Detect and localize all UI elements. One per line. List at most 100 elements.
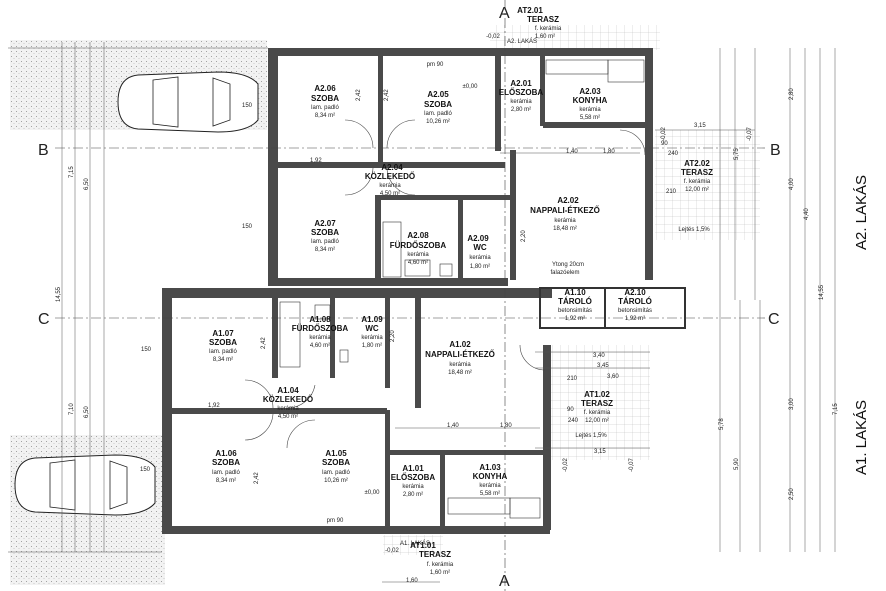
svg-text:A1.04: A1.04	[277, 386, 299, 395]
note-pm90-bottom: pm 90	[327, 518, 344, 524]
room-at2-01: AT2.01 TERASZ f. kerámia 1,60 m²	[517, 6, 562, 40]
room-a1-06: A1.06 SZOBA lam. padló 8,34 m²	[212, 449, 241, 484]
svg-text:kerámia: kerámia	[449, 362, 471, 368]
svg-text:kerámia: kerámia	[407, 252, 429, 258]
storage-block	[539, 287, 686, 329]
room-a2-02: A2.02 NAPPALI-ÉTKEZŐ kerámia 18,48 m²	[530, 196, 600, 232]
svg-text:SZOBA: SZOBA	[209, 338, 237, 347]
svg-text:10,26 m²: 10,26 m²	[426, 119, 450, 125]
svg-text:SZOBA: SZOBA	[212, 458, 240, 467]
svg-text:8,34 m²: 8,34 m²	[213, 357, 233, 363]
svg-text:kerámia: kerámia	[361, 335, 383, 341]
dim-160: 1,60	[406, 578, 418, 584]
svg-text:lam. padló: lam. padló	[212, 470, 240, 476]
svg-text:SZOBA: SZOBA	[311, 94, 339, 103]
fixtures	[279, 59, 645, 519]
level-m002-top: -0,02	[486, 34, 500, 40]
svg-text:KÖZLEKEDŐ: KÖZLEKEDŐ	[365, 172, 415, 181]
apartment-a2-label: A2. LAKÁS	[853, 175, 870, 250]
dim-r-590: 5,90	[734, 458, 740, 470]
svg-text:A1.03: A1.03	[479, 463, 501, 472]
svg-text:f. kerámia: f. kerámia	[684, 179, 711, 185]
svg-text:betonsimítás: betonsimítás	[558, 308, 592, 314]
dim-220a: 2,20	[521, 230, 527, 242]
svg-text:lam. padló: lam. padló	[424, 111, 452, 117]
room-a1-10: A1.10 TÁROLÓ betonsimítás 1,92 m²	[558, 288, 592, 322]
door-swings	[244, 119, 646, 449]
dim-242c: 2,42	[261, 337, 267, 349]
svg-text:A2.06: A2.06	[314, 84, 336, 93]
svg-text:5,58 m²: 5,58 m²	[480, 491, 500, 497]
svg-text:kerámia: kerámia	[277, 406, 299, 412]
svg-text:1,92 m²: 1,92 m²	[565, 316, 585, 322]
svg-text:ELŐSZOBA: ELŐSZOBA	[499, 88, 544, 97]
svg-text:FÜRDŐSZOBA: FÜRDŐSZOBA	[390, 241, 447, 250]
room-a1-08: A1.08 FÜRDŐSZOBA kerámia 4,60 m²	[292, 315, 349, 349]
dim-210b: 210	[567, 376, 578, 382]
dim-90a: 90	[661, 141, 668, 147]
svg-text:1,80 m²: 1,80 m²	[470, 264, 490, 270]
dim-150b: 150	[242, 224, 253, 230]
svg-text:kerámia: kerámia	[554, 218, 576, 224]
svg-text:4,50 m²: 4,50 m²	[380, 191, 400, 197]
svg-text:lam. padló: lam. padló	[322, 470, 350, 476]
svg-text:4,60 m²: 4,60 m²	[408, 260, 428, 266]
note-falazo: falazóelem	[550, 270, 579, 276]
svg-text:AT1.01: AT1.01	[410, 541, 436, 550]
terrace-grid-at1-01	[383, 535, 443, 555]
svg-text:betonsimítás: betonsimítás	[618, 308, 652, 314]
svg-text:1,60 m²: 1,60 m²	[430, 570, 450, 576]
room-a1-03: A1.03 KONYHA kerámia 5,58 m²	[473, 463, 508, 497]
svg-text:NAPPALI-ÉTKEZŐ: NAPPALI-ÉTKEZŐ	[530, 206, 600, 215]
dim-150a: 150	[242, 103, 253, 109]
dim-360: 3,60	[607, 374, 619, 380]
svg-text:TERASZ: TERASZ	[527, 15, 559, 24]
room-a2-05: A2.05 SZOBA lam. padló 10,26 m²	[424, 90, 453, 125]
section-lines	[55, 0, 765, 591]
svg-text:A2.01: A2.01	[510, 79, 532, 88]
dim-r-280: 2,80	[789, 88, 795, 100]
walls-a1	[162, 288, 552, 534]
svg-text:WC: WC	[473, 243, 487, 252]
svg-text:A2.08: A2.08	[407, 231, 429, 240]
room-a2-01: A2.01 ELŐSZOBA kerámia 2,80 m²	[499, 79, 544, 113]
svg-text:NAPPALI-ÉTKEZŐ: NAPPALI-ÉTKEZŐ	[425, 350, 495, 359]
dim-right-total: 14,55	[819, 284, 825, 300]
dim-140a: 1,40	[566, 149, 578, 155]
svg-text:AT2.02: AT2.02	[684, 159, 710, 168]
section-a-top: A	[499, 5, 510, 22]
level-m002-bot: -0,02	[385, 548, 399, 554]
svg-text:18,48 m²: 18,48 m²	[448, 370, 472, 376]
svg-text:f. kerámia: f. kerámia	[427, 562, 454, 568]
section-b-left: B	[38, 142, 49, 159]
dim-r-715: 7,15	[833, 403, 839, 415]
terrace-grid-at2-01	[490, 25, 660, 50]
svg-text:f. kerámia: f. kerámia	[535, 26, 562, 32]
car-top	[117, 71, 259, 133]
dim-240a: 240	[668, 151, 679, 157]
svg-text:8,34 m²: 8,34 m²	[315, 247, 335, 253]
svg-text:kerámia: kerámia	[402, 484, 424, 490]
svg-text:A2.09: A2.09	[467, 234, 489, 243]
svg-text:A1.09: A1.09	[361, 315, 383, 324]
svg-text:A2.03: A2.03	[579, 87, 601, 96]
dim-left-650a: 6,50	[84, 178, 90, 190]
room-a2-07: A2.07 SZOBA lam. padló 8,34 m²	[311, 219, 340, 253]
svg-text:1,80 m²: 1,80 m²	[362, 343, 382, 349]
svg-text:10,26 m²: 10,26 m²	[324, 478, 348, 484]
terrace-grid-a1	[545, 345, 650, 460]
svg-text:ELŐSZOBA: ELŐSZOBA	[391, 473, 436, 482]
section-c-left: C	[38, 311, 50, 328]
dim-242b: 2,42	[384, 89, 390, 101]
dim-192b: 1,92	[208, 403, 220, 409]
room-a1-01: A1.01 ELŐSZOBA kerámia 2,80 m²	[391, 464, 436, 498]
dim-left-715: 7,15	[69, 166, 75, 178]
room-at1-01: AT1.01 TERASZ f. kerámia 1,60 m²	[410, 541, 454, 576]
dim-r-578: 5,78	[719, 418, 725, 430]
dim-180a: 1,80	[603, 149, 615, 155]
car-bottom	[14, 454, 156, 516]
room-a2-04: A2.04 KÖZLEKEDŐ kerámia 4,50 m²	[365, 163, 415, 197]
level-m007-right: -0,07	[747, 127, 753, 141]
room-a2-09: A2.09 WC kerámia 1,80 m²	[467, 234, 491, 270]
walls-a2	[268, 48, 653, 286]
